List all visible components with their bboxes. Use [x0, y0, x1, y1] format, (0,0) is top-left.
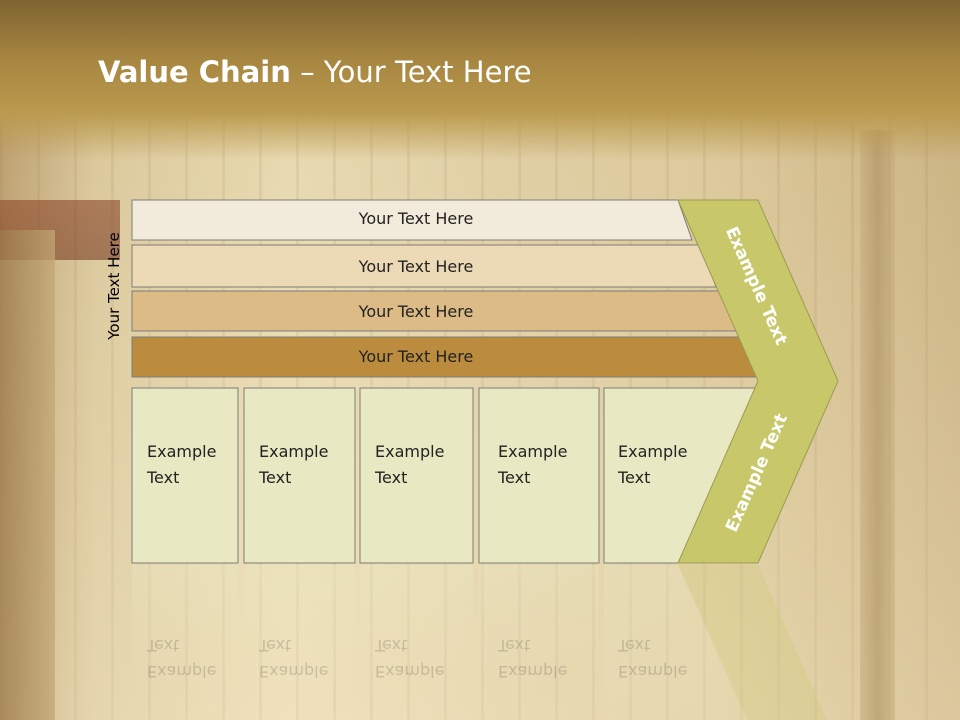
cell-reflection [360, 565, 473, 675]
cell-label-reflection: Example Text [618, 636, 688, 681]
cell-label: Example Text [375, 442, 445, 487]
title-rest: – Your Text Here [290, 55, 532, 89]
cell-reflection [604, 565, 751, 720]
chevron-reflection [678, 565, 827, 720]
cell-reflection [479, 565, 599, 675]
cell-label-reflection: Example Text [498, 636, 568, 681]
band-label: Your Text Here [358, 209, 474, 228]
band-label: Your Text Here [358, 347, 474, 366]
cell-reflection [244, 565, 355, 675]
chevron-arrow [677, 199, 839, 564]
cell-label: Example Text [498, 442, 568, 487]
cell-box [243, 387, 356, 564]
cell-label: Example Text [259, 442, 329, 487]
cell-box [131, 387, 239, 564]
title-bold: Value Chain [98, 55, 291, 89]
background-pillar-right [860, 130, 895, 720]
band-label: Your Text Here [358, 302, 474, 321]
cell-label-reflection: Example Text [259, 636, 329, 681]
cell-box [359, 387, 474, 564]
cell-label-reflection: Example Text [147, 636, 217, 681]
title-header-band [0, 0, 960, 160]
cell-box [478, 387, 600, 564]
cell-label-reflection: Example Text [375, 636, 445, 681]
slide-title: Value Chain – Your Text Here [98, 55, 532, 89]
band-shape [131, 199, 693, 241]
cell-label: Example Text [618, 442, 688, 487]
cell-label: Example Text [147, 442, 217, 487]
band-label: Your Text Here [358, 257, 474, 276]
cell-reflection [132, 565, 238, 675]
background-pillar-left [0, 230, 55, 720]
